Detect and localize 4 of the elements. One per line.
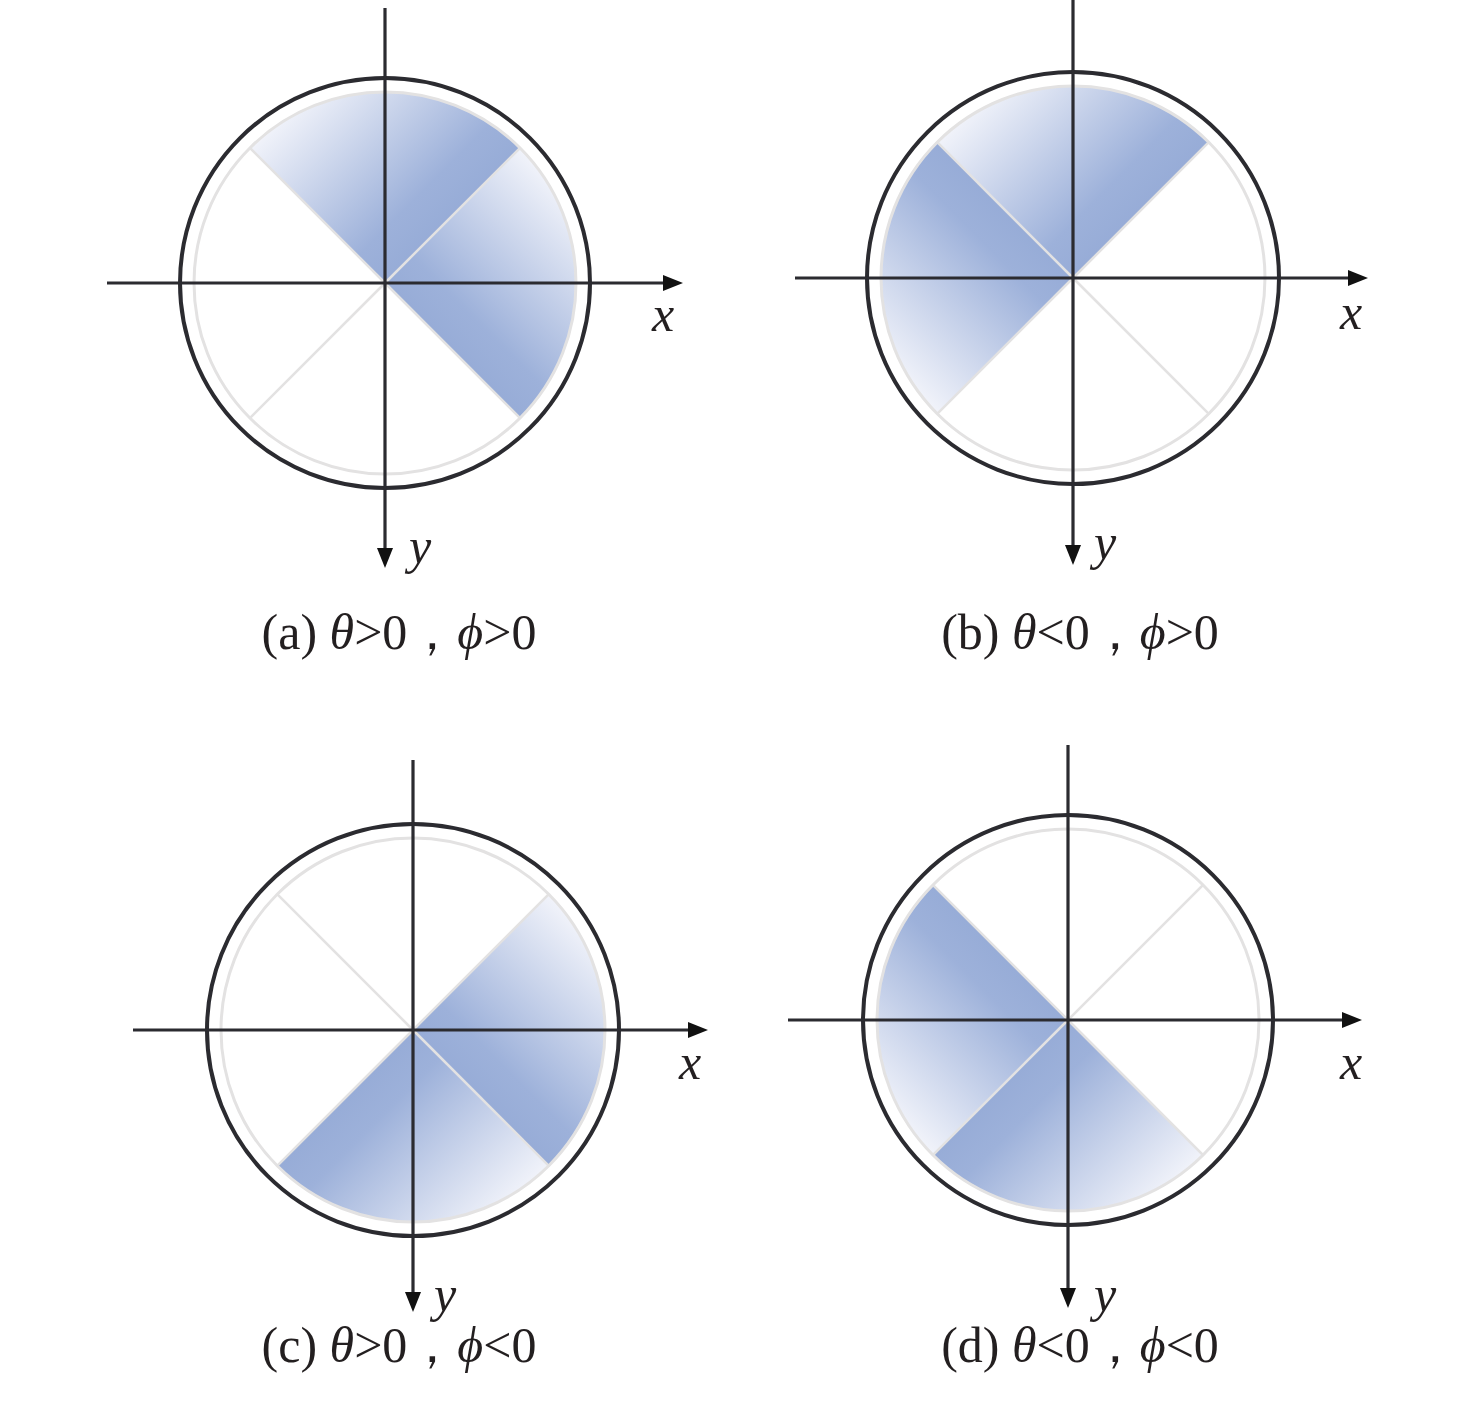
axis-label: x bbox=[1339, 287, 1363, 337]
axis-label: x bbox=[651, 289, 675, 339]
axis-label: x bbox=[1339, 1037, 1363, 1087]
axis-label: x bbox=[678, 1037, 702, 1087]
